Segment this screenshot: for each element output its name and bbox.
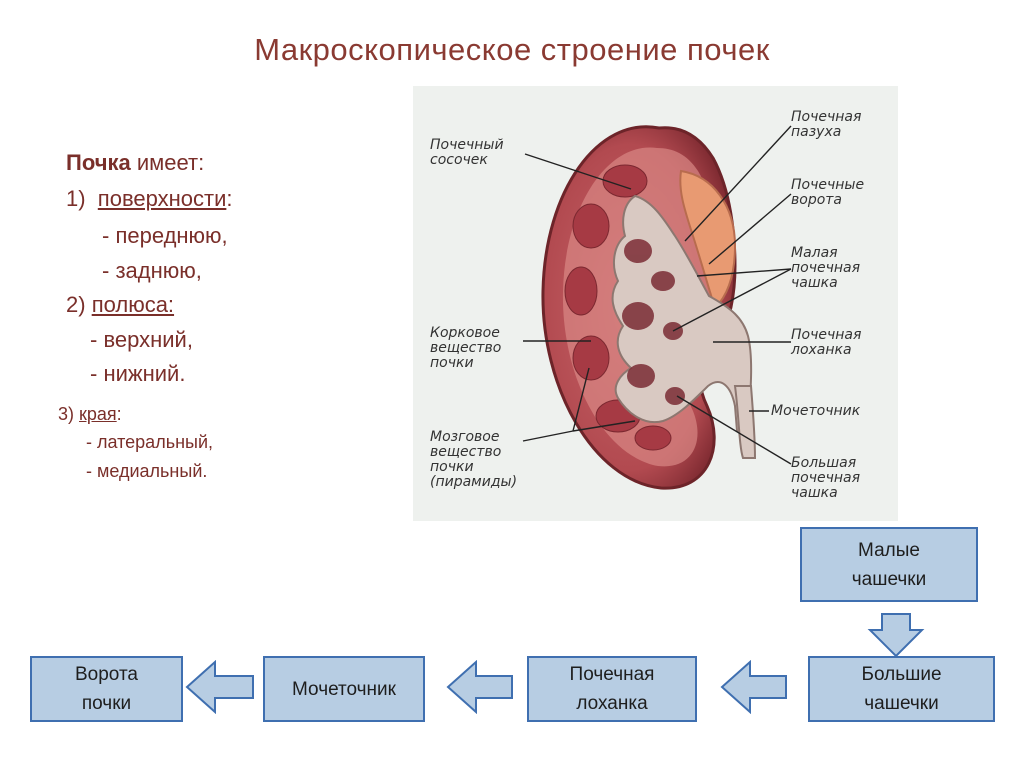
flow-box-major-calyces: Большие чашечки xyxy=(808,656,995,722)
label-pelvis: Почечная лоханка xyxy=(791,328,861,358)
flow-box-minor-calyces-line-2: чашечки xyxy=(851,568,927,590)
outline-item-1: 1) поверхности: xyxy=(66,186,232,212)
kidney-figure: Почечный сосочек Почечная пазуха Почечны… xyxy=(413,86,898,521)
kidney-illustration xyxy=(522,125,792,490)
label-papilla-line-1: Почечный xyxy=(430,137,504,153)
flow-box-pelvis-line-2: лоханка xyxy=(576,693,648,714)
outline-item-2-num: 2) xyxy=(66,292,92,317)
flow-box-major-calyces-line-2: чашечки xyxy=(864,693,939,714)
label-major-calyx-line-1: Большая xyxy=(791,455,857,471)
flow-arrow-left-icon xyxy=(185,660,254,714)
label-minor-calyx-line-2: почечная xyxy=(791,260,861,276)
label-pelvis-line-1: Почечная xyxy=(791,327,862,343)
label-cortex-line-1: Корковое xyxy=(430,325,500,341)
outline-item-3-sub-2: - медиальный. xyxy=(86,461,208,481)
outline-item-1-label: поверхности xyxy=(97,186,227,211)
label-ureter: Мочеточник xyxy=(771,404,860,419)
outline-item-3-num: 3) xyxy=(58,404,80,424)
flow-box-hilum: Ворота почки xyxy=(30,656,183,722)
flow-box-major-calyces-line-1: Большие xyxy=(861,664,942,685)
label-hilum-line-1: Почечные xyxy=(791,177,865,193)
label-sinus-line-2: пазуха xyxy=(791,124,842,140)
label-hilum: Почечные ворота xyxy=(791,178,864,208)
outline-item-1-sub-2: - заднюю, xyxy=(102,258,202,283)
outline-item-3-sub-1: - латеральный, xyxy=(86,432,214,452)
label-pelvis-line-2: лоханка xyxy=(791,342,852,358)
label-sinus: Почечная пазуха xyxy=(791,110,861,140)
flow-box-minor-calyces: Малые чашечки xyxy=(800,527,978,602)
flow-arrow-left-icon xyxy=(720,660,787,714)
outline-item-2: 2) полюса: xyxy=(66,292,174,318)
outline-heading: Почка имеет: xyxy=(66,150,204,176)
label-minor-calyx-line-1: Малая xyxy=(791,245,838,261)
label-medulla-line-1: Мозговое xyxy=(430,429,500,445)
medullary-pyramids xyxy=(564,164,672,451)
label-cortex: Корковое вещество почки xyxy=(430,326,501,371)
flow-box-ureter: Мочеточник xyxy=(263,656,425,722)
outline-item-1-sub-1: - переднюю, xyxy=(102,223,228,248)
label-minor-calyx: Малая почечная чашка xyxy=(791,246,860,291)
label-cortex-line-3: почки xyxy=(430,355,474,371)
label-major-calyx-line-3: чашка xyxy=(791,485,838,501)
flow-box-minor-calyces-line-1: Малые xyxy=(858,539,920,561)
outline-item-2-sub-1: - верхний, xyxy=(90,327,193,352)
outline-item-3-label: края xyxy=(79,404,117,424)
flow-box-hilum-line-1: Ворота xyxy=(74,664,138,685)
label-minor-calyx-line-3: чашка xyxy=(791,275,838,291)
flow-box-hilum-line-2: почки xyxy=(81,693,132,714)
outline-heading-bold: Почка xyxy=(66,150,131,175)
renal-calyces xyxy=(622,239,685,405)
outline-item-3: 3) края: xyxy=(58,404,122,425)
flow-box-pelvis: Почечная лоханка xyxy=(527,656,697,722)
outline-item-1-num: 1) xyxy=(66,186,98,211)
outline-item-2-sub-2: - нижний. xyxy=(90,361,186,386)
label-papilla-line-2: сосочек xyxy=(430,152,488,168)
label-sinus-line-1: Почечная xyxy=(791,109,862,125)
label-ureter-line-1: Мочеточник xyxy=(771,403,861,419)
label-medulla-line-3: почки xyxy=(430,459,474,475)
outline-item-3-colon: : xyxy=(116,404,122,424)
label-medulla-line-2: вещество xyxy=(430,444,502,460)
label-papilla: Почечный сосочек xyxy=(430,138,504,168)
label-major-calyx: Большая почечная чашка xyxy=(791,456,860,501)
label-medulla-line-4: (пирамиды) xyxy=(430,474,518,490)
flow-box-pelvis-line-1: Почечная xyxy=(569,664,655,685)
label-major-calyx-line-2: почечная xyxy=(791,470,861,486)
outline-heading-rest: имеет: xyxy=(130,150,205,175)
leader-lines xyxy=(522,125,792,465)
outline-item-2-label: полюса: xyxy=(91,292,175,317)
flow-box-ureter-line-1: Мочеточник xyxy=(292,678,396,700)
page-title: Макроскопическое строение почек xyxy=(254,32,770,67)
outline-item-1-colon: : xyxy=(226,186,233,211)
flow-arrow-left-icon xyxy=(446,660,513,714)
flow-arrow-down-icon xyxy=(867,613,925,658)
label-hilum-line-2: ворота xyxy=(791,192,843,208)
label-cortex-line-2: вещество xyxy=(430,340,502,356)
ureter-shape xyxy=(733,385,757,459)
label-medulla: Мозговое вещество почки (пирамиды) xyxy=(430,430,517,490)
